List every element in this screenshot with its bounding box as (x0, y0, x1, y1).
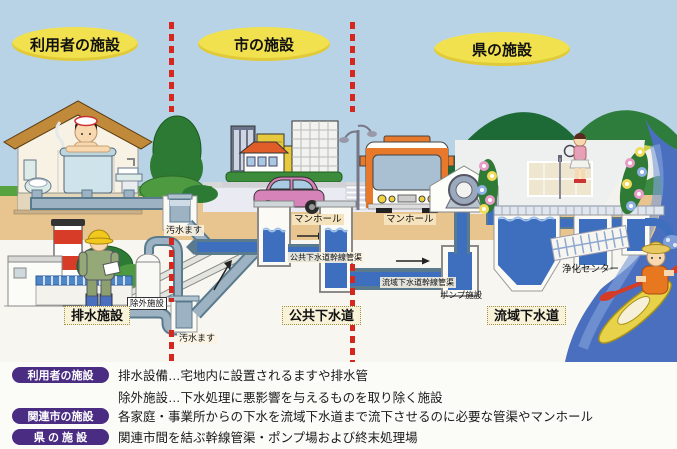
label-public-sewer-trunk: 公共下水道幹線管渠 (288, 252, 364, 263)
zone-divider-2 (350, 22, 355, 112)
bus (359, 135, 455, 213)
sewage-basin-factory (130, 243, 263, 336)
label-sewage-basin-house: 汚水ます (164, 225, 205, 236)
legend-text-user-2: 除外施設…下水処理に悪影響を与えるものを取り除く施設 (118, 391, 443, 405)
tree (139, 115, 218, 205)
bather-in-tub (55, 115, 117, 194)
legend-row-user-2: 除外施設…下水処理に悪影響を与えるものを取り除く施設 (12, 387, 443, 406)
flowers-right (619, 147, 649, 215)
legend-badge-user: 利用者の施設 (12, 366, 109, 383)
legend-row-user: 利用者の施設 排水設備…宅地内に設置されるますや排水管 (12, 365, 368, 384)
zone-divider-1 (169, 330, 174, 362)
legend-text-prefecture: 関連市間を結ぶ幹線管渠・ポンプ場および終末処理場 (118, 431, 418, 445)
kayaker (598, 241, 677, 344)
label-manhole-left: マンホール (292, 214, 344, 225)
label-basin-sewerage: 流域下水道 (487, 306, 567, 325)
zone-label-prefecture: 県の施設 (434, 32, 570, 66)
legend-row-related-city: 関連市の施設 各家庭・事業所からの下水を流域下水道まで流下させるのに必要な管渠や… (12, 406, 593, 425)
zone-label-user: 利用者の施設 (12, 27, 138, 61)
legend-badge-related-city: 関連市の施設 (12, 407, 109, 424)
tennis-player (563, 133, 591, 183)
bridge (550, 224, 630, 262)
zone-label-city: 市の施設 (198, 27, 330, 61)
zone-label-prefecture-text: 県の施設 (471, 41, 532, 59)
public-sewer-trunk (186, 239, 264, 255)
zone-divider-1 (169, 238, 174, 302)
manhole-shaft-1 (253, 200, 295, 267)
legend-text-user-1: 排水設備…宅地内に設置されるますや排水管 (118, 369, 369, 383)
label-manhole-right: マンホール (384, 214, 436, 225)
label-pretreatment-facility: 除外施設 (127, 297, 168, 310)
legend: 利用者の施設 排水設備…宅地内に設置されるますや排水管 除外施設…下水処理に悪影… (0, 362, 677, 449)
zone-label-user-text: 利用者の施設 (29, 36, 120, 54)
label-purification-center: 浄化センター (562, 264, 620, 275)
worker (78, 229, 121, 308)
house-lateral-pipes (30, 189, 166, 210)
legend-text-related-city: 各家庭・事業所からの下水を流域下水道まで流下させるのに必要な管渠やマンホール (118, 410, 594, 424)
label-pump-facility: ポンプ施設 (440, 290, 483, 300)
flowers-left (477, 159, 498, 214)
legend-row-prefecture: 県 の 施 設 関連市間を結ぶ幹線管渠・ポンプ場および終末処理場 (12, 427, 418, 446)
legend-badge-prefecture: 県 の 施 設 (12, 428, 109, 445)
zone-label-city-text: 市の施設 (233, 36, 294, 54)
zone-divider-1 (169, 22, 174, 112)
label-public-sewerage: 公共下水道 (282, 306, 362, 325)
label-drainage-facility: 排水施設 (64, 306, 131, 325)
street-lamp (339, 124, 377, 210)
tennis-court (527, 133, 593, 199)
city-buildings (222, 120, 346, 187)
label-sewage-basin-factory: 汚水ます (177, 333, 218, 344)
label-basin-sewer-trunk: 流域下水道幹線管渠 (380, 277, 456, 288)
